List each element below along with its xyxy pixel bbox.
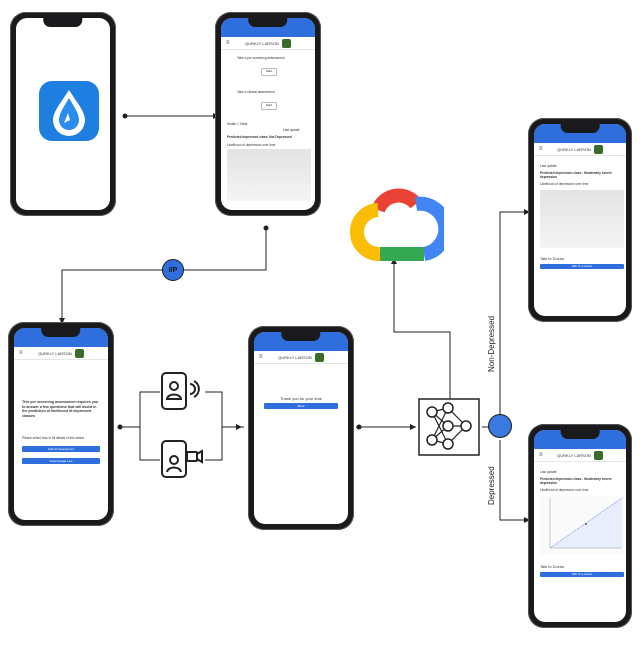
avatar[interactable] (593, 450, 603, 460)
user-name: QURKLY LARSON (557, 146, 591, 152)
thankyou-screen: ≡ QURKLY LARSON Thank you for your time … (254, 332, 348, 524)
video-live-button[interactable]: Video/Image Live (22, 458, 100, 464)
app-header (534, 124, 626, 143)
likelihood-label: Likelihood of depression over time (540, 488, 589, 492)
last-update: Last update (540, 164, 557, 168)
phone-splash (10, 12, 116, 216)
splash-screen (16, 18, 110, 210)
home-screen: ≡ QURKLY LARSON Take a pre screening ass… (221, 18, 315, 210)
user-name: QURKLY LARSON (557, 452, 591, 458)
user-name: QURKLY LARSON (38, 350, 72, 356)
clinical-text: Take a clinical assessment (237, 90, 275, 94)
predicted-class: Predicted depressed class: Not Depressed (227, 135, 292, 139)
likelihood-label: Likelihood of depression over time (227, 143, 276, 147)
video-call-icon (161, 440, 203, 478)
menu-icon[interactable]: ≡ (19, 350, 23, 356)
submit-assessment-button[interactable]: Submit Assessment (22, 446, 100, 452)
choose-method: Please select how to fill details of thi… (22, 436, 85, 440)
label-depressed: Depressed (487, 466, 496, 505)
app-header (254, 332, 348, 351)
avatar[interactable] (593, 144, 603, 154)
smartphone-identity-icon (161, 372, 200, 410)
phone-result-depressed: ≡ QURKLY LARSON Last update Predicted de… (528, 424, 632, 628)
phone-home: ≡ QURKLY LARSON Take a pre screening ass… (215, 12, 321, 216)
app-subheader: ≡ QURKLY LARSON (534, 143, 626, 156)
menu-icon[interactable]: ≡ (226, 40, 230, 46)
google-cloud-icon (350, 188, 444, 261)
talk-to-doctor-button[interactable]: Talk To a doctor (540, 264, 624, 269)
label-non-depressed: Non-Depressed (487, 315, 496, 372)
talk-to-doctor-button[interactable]: Talk To a doctor (540, 572, 624, 577)
app-subheader: ≡ QURKLY LARSON (254, 351, 348, 364)
predicted-class: Predicted depression class : Moderately … (540, 477, 612, 486)
thank-you-text: Thank you for your time (279, 396, 323, 401)
last-update: Last update (540, 470, 557, 474)
health-visits: Health 1 Visits (227, 122, 248, 126)
talk-to-doctor-label: Talk to Doctor (540, 256, 565, 261)
prescreen-text: Take a pre screening assessment (237, 56, 285, 60)
prescreen-intro: This pre screening assessment requires y… (22, 400, 99, 419)
decision-node (488, 414, 512, 438)
last-update: Last update (283, 128, 300, 132)
phone-thankyou: ≡ QURKLY LARSON Thank you for your time … (248, 326, 354, 530)
menu-icon[interactable]: ≡ (539, 146, 543, 152)
app-subheader: ≡ QURKLY LARSON (221, 37, 315, 50)
talk-to-doctor-label: Talk to Doctor (540, 564, 565, 569)
likelihood-chart (540, 496, 624, 554)
avatar[interactable] (314, 352, 324, 362)
predicted-class: Predicted depression class : Moderately … (540, 171, 612, 180)
user-name: QURKLY LARSON (245, 40, 279, 46)
menu-icon[interactable]: ≡ (259, 354, 263, 360)
input-badge: I/P (162, 259, 184, 281)
result-screen-a: ≡ QURKLY LARSON Last update Predicted de… (534, 124, 626, 316)
likelihood-label: Likelihood of depression over time (540, 182, 589, 186)
phone-prescreen: ≡ QURKLY LARSON This pre screening asses… (8, 322, 114, 526)
app-header (14, 328, 108, 347)
clinical-start-button[interactable]: Start (261, 102, 277, 110)
likelihood-chart (540, 190, 624, 248)
prescreen-screen: ≡ QURKLY LARSON This pre screening asses… (14, 328, 108, 520)
app-subheader: ≡ QURKLY LARSON (14, 347, 108, 360)
app-header (534, 430, 626, 449)
user-name: QURKLY LARSON (278, 354, 312, 360)
avatar[interactable] (74, 348, 84, 358)
app-header (221, 18, 315, 37)
phone-result-nondepressed: ≡ QURKLY LARSON Last update Predicted de… (528, 118, 632, 322)
avatar[interactable] (281, 38, 291, 48)
app-subheader: ≡ QURKLY LARSON (534, 449, 626, 462)
result-screen-b: ≡ QURKLY LARSON Last update Predicted de… (534, 430, 626, 622)
prescreen-start-button[interactable]: Start (261, 68, 277, 76)
back-button[interactable]: Back (264, 403, 338, 409)
app-logo-icon (39, 81, 99, 141)
neural-network-icon (418, 398, 480, 456)
menu-icon[interactable]: ≡ (539, 452, 543, 458)
likelihood-chart (227, 149, 311, 201)
